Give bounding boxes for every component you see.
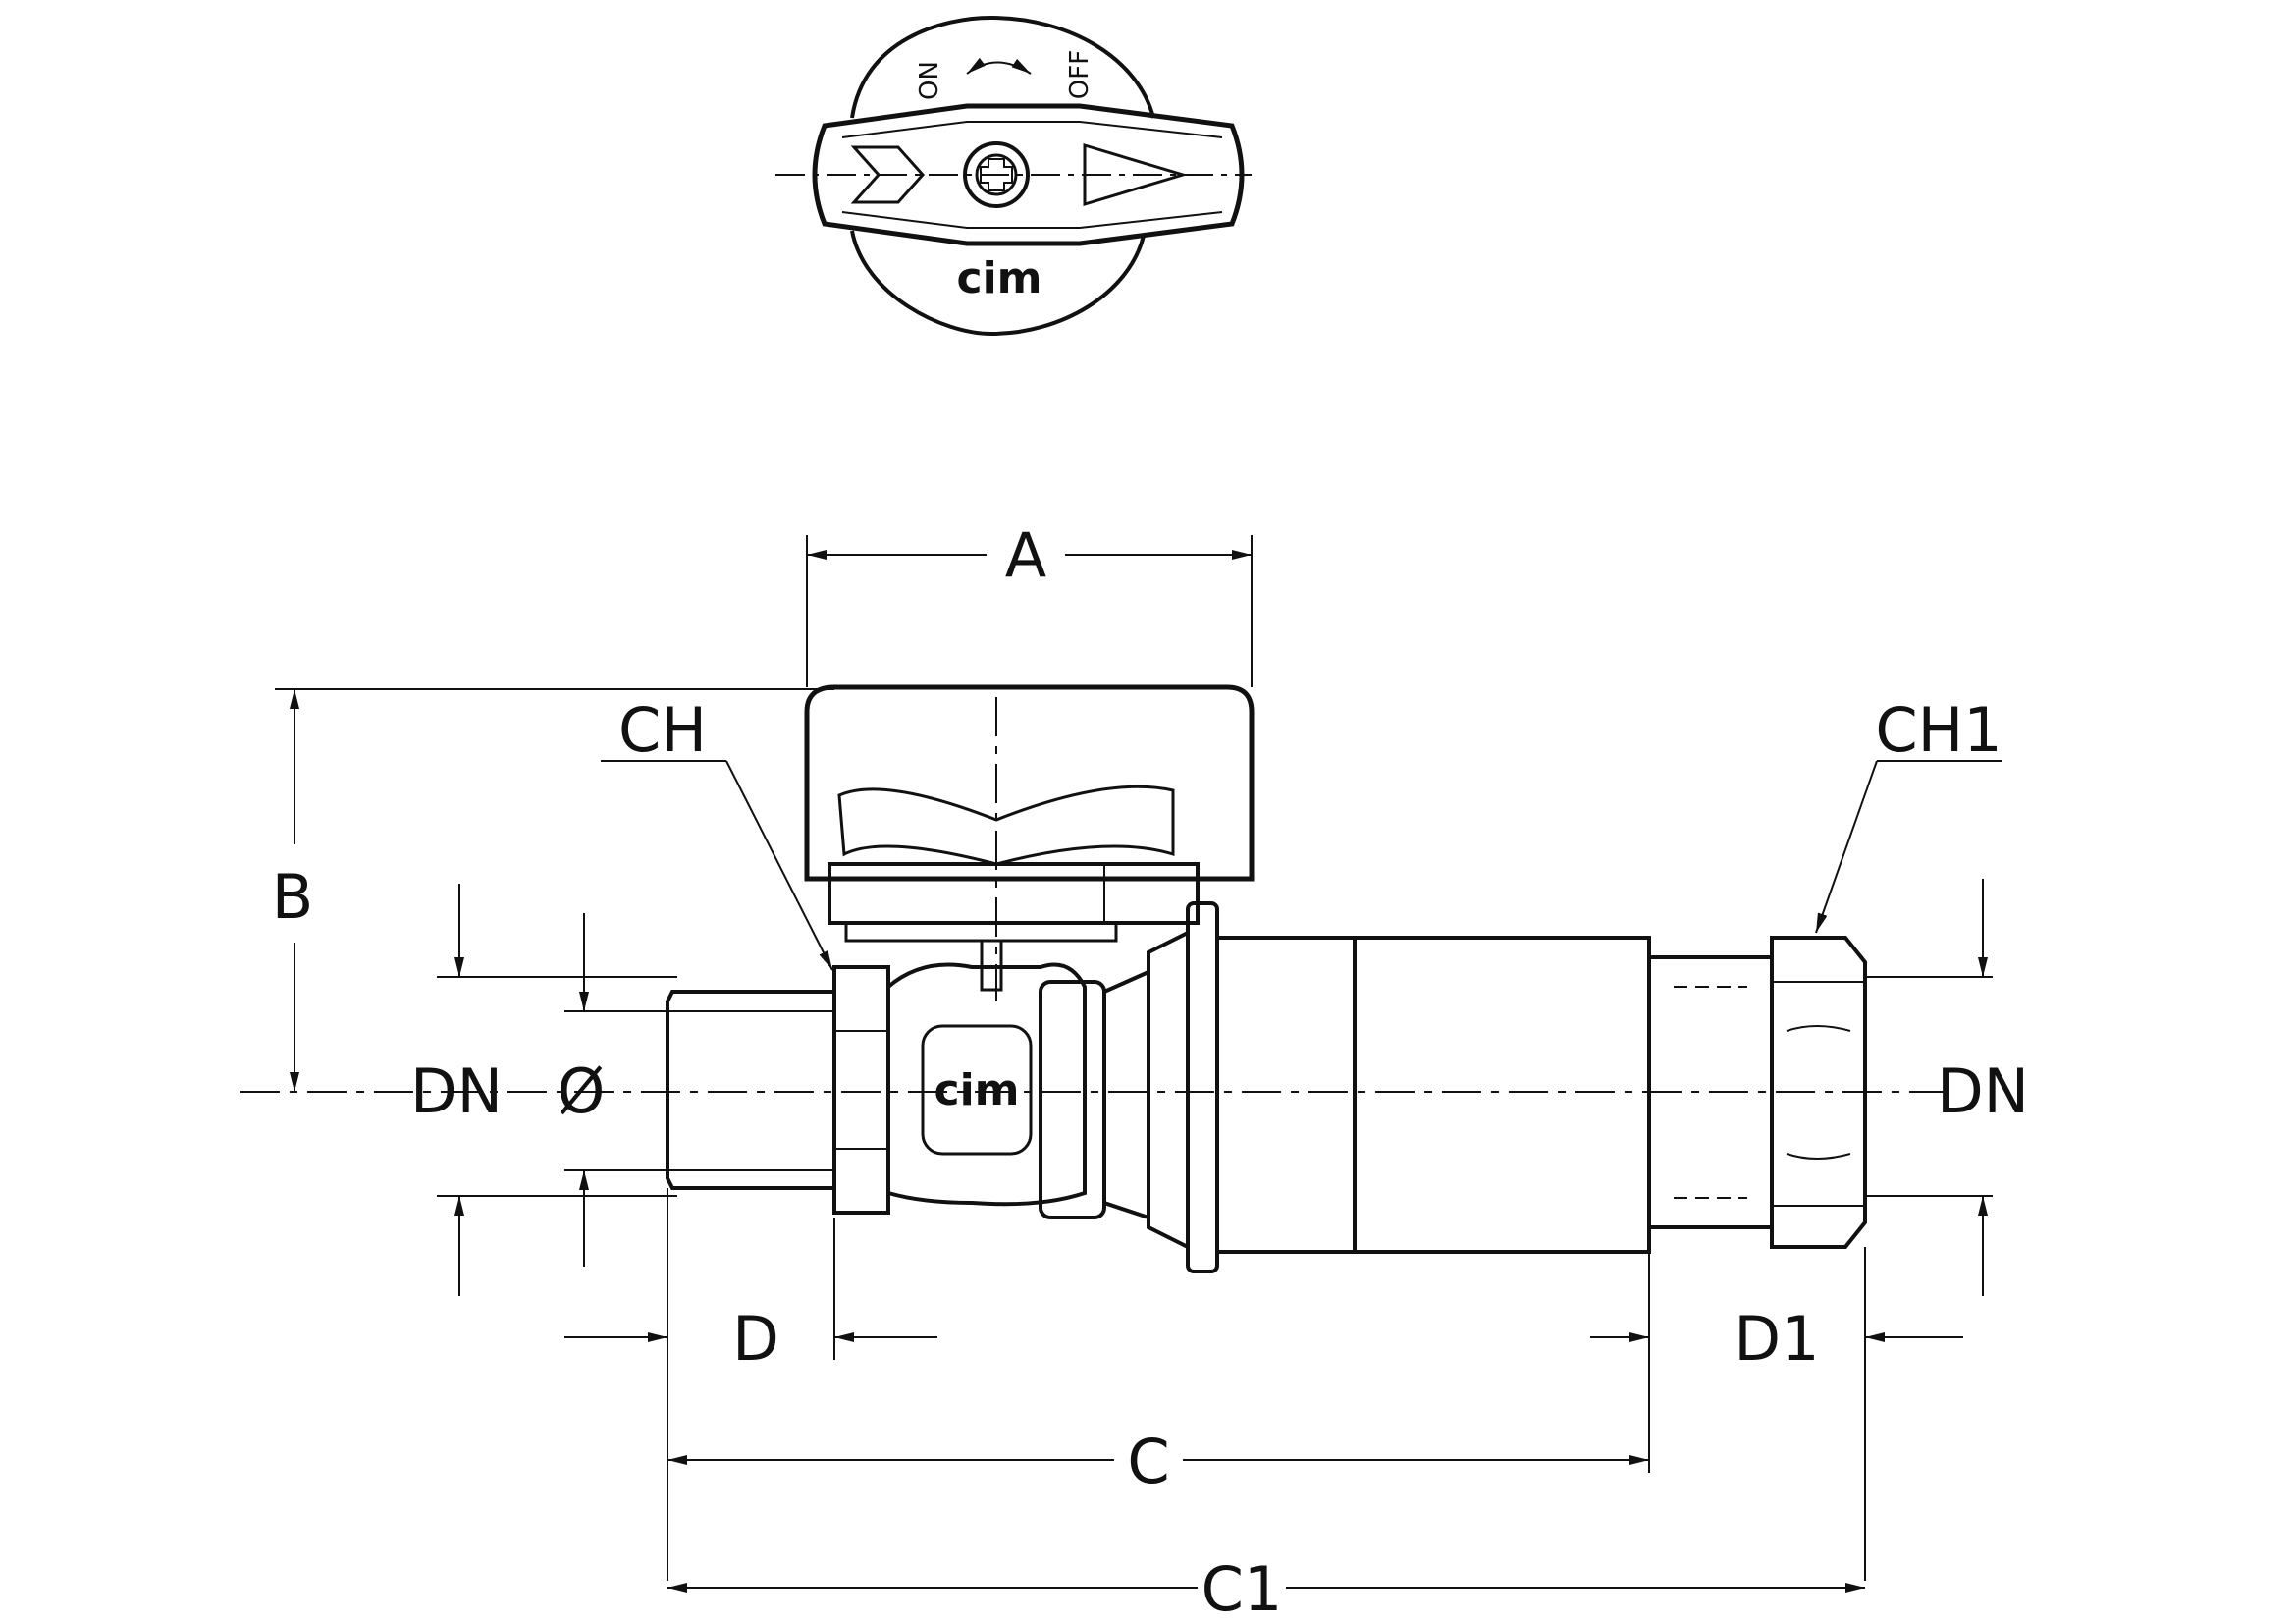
top-view-handle [775, 15, 1252, 337]
dim-label-dn-left: DN [410, 1056, 503, 1127]
chevron-arrow-icon [850, 145, 926, 204]
side-view-valve: cim [240, 684, 1953, 1273]
dim-label-dn-right: DN [1937, 1056, 2029, 1127]
dim-label-c1: C1 [1201, 1553, 1283, 1624]
on-label: ON [915, 61, 944, 100]
dim-label-d: D [732, 1303, 779, 1375]
dim-label-diameter: Ø [558, 1056, 606, 1127]
dim-label-d1: D1 [1734, 1303, 1819, 1375]
dim-label-ch: CH [618, 694, 707, 766]
dim-label-c: C [1127, 1426, 1169, 1497]
screw-icon [963, 141, 1030, 208]
dimension-lines [275, 535, 2002, 1593]
off-label: OFF [1065, 50, 1095, 99]
dim-label-b: B [272, 861, 314, 933]
side-brand-logo: cim [934, 1065, 1019, 1115]
top-brand-logo: cim [956, 253, 1041, 303]
dim-label-a: A [1005, 519, 1046, 591]
triangle-arrow-icon [1083, 142, 1189, 207]
rotation-arrow-icon [966, 57, 1032, 75]
dim-label-ch1: CH1 [1875, 694, 2002, 766]
